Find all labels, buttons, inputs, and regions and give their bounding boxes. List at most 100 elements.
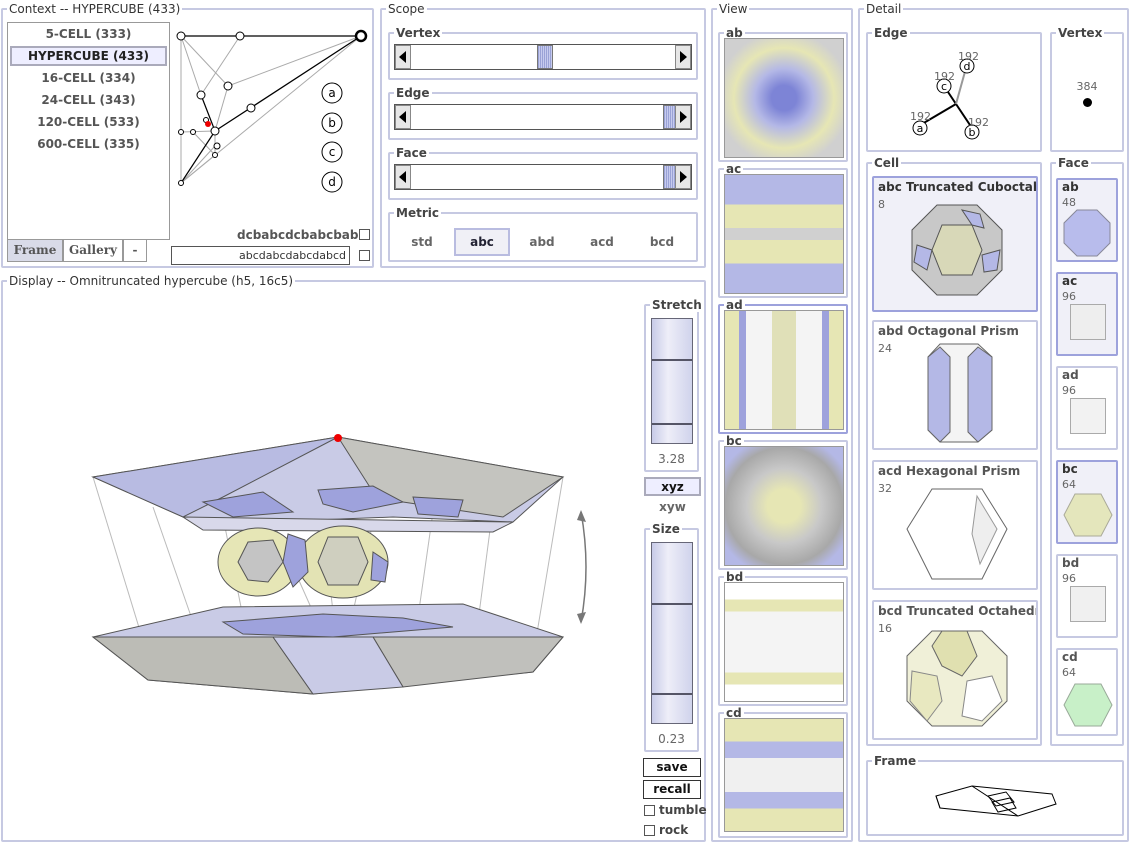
cell-item-abd[interactable]: abd Octagonal Prism 24	[872, 320, 1038, 450]
vertex-slider[interactable]	[394, 44, 692, 70]
octagonal-prism-icon	[927, 343, 993, 443]
tab-frame[interactable]: Frame	[7, 240, 63, 262]
rotate-arrow-icon[interactable]	[577, 508, 593, 626]
face-name-ab: ab	[1062, 180, 1079, 194]
polytope-item-120-cell[interactable]: 120-CELL (533)	[37, 115, 140, 129]
projection-xyw[interactable]: xyw	[659, 500, 686, 514]
cell-detail-label: Cell	[872, 156, 902, 170]
face-group: Face	[388, 146, 698, 200]
generator-nodes[interactable]: a b c d	[321, 82, 345, 204]
stretch-label: Stretch	[650, 298, 704, 312]
word-checkbox-2[interactable]	[359, 250, 370, 261]
face-count-cd: 64	[1062, 666, 1076, 679]
polytope-item-24-cell[interactable]: 24-CELL (343)	[41, 93, 136, 107]
polytope-item-16-cell[interactable]: 16-CELL (334)	[41, 71, 136, 85]
view-cd[interactable]: cd	[718, 706, 848, 838]
metric-bcd[interactable]: bcd	[649, 235, 675, 249]
cell-count-abd: 24	[878, 342, 892, 355]
view-ac-label: ac	[724, 162, 744, 176]
view-ab[interactable]: ab	[718, 26, 848, 162]
face-item-bd[interactable]: bd 96	[1056, 554, 1118, 638]
vertex-slider-thumb[interactable]	[537, 45, 553, 69]
polytope-render[interactable]	[73, 422, 613, 712]
edge-count-b: 192	[968, 116, 989, 129]
word-label: dcbabcdcbabcbaba	[237, 228, 367, 242]
face-name-ad: ad	[1062, 368, 1079, 382]
metric-abc[interactable]: abc	[454, 228, 510, 256]
coxeter-diagram[interactable]	[173, 28, 373, 190]
edge-node-b: b	[969, 126, 976, 139]
view-ad-label: ad	[724, 298, 745, 312]
node-b[interactable]: b	[328, 116, 336, 130]
stretch-slider[interactable]	[651, 318, 693, 444]
word-input[interactable]: abcdabcdabcdabcd	[171, 246, 350, 265]
node-c[interactable]: c	[329, 145, 336, 159]
view-ab-image	[724, 38, 844, 158]
vertex-detail-label: Vertex	[1056, 26, 1105, 40]
vertex-label: Vertex	[394, 26, 443, 40]
edge-right-arrow[interactable]	[675, 105, 691, 129]
cell-item-acd[interactable]: acd Hexagonal Prism 32	[872, 460, 1038, 590]
cell-count-acd: 32	[878, 482, 892, 495]
face-item-cd[interactable]: cd 64	[1056, 648, 1118, 736]
vertex-dot	[1083, 98, 1092, 107]
vertex-right-arrow[interactable]	[675, 45, 691, 69]
projection-xyz[interactable]: xyz	[644, 477, 701, 496]
face-right-arrow[interactable]	[675, 165, 691, 189]
context-title: Context -- HYPERCUBE (433)	[7, 2, 183, 16]
recall-button[interactable]: recall	[643, 780, 701, 799]
view-bc[interactable]: bc	[718, 434, 848, 570]
node-d[interactable]: d	[328, 175, 336, 189]
rock-checkbox[interactable]	[644, 825, 655, 836]
view-ad[interactable]: ad	[718, 298, 848, 434]
metric-abd[interactable]: abd	[529, 235, 555, 249]
vertex-group: Vertex	[388, 26, 698, 80]
edge-node-c: c	[941, 80, 947, 93]
frame-detail: Frame	[866, 754, 1124, 836]
view-bd[interactable]: bd	[718, 570, 848, 706]
polytope-item-hypercube[interactable]: HYPERCUBE (433)	[10, 46, 167, 66]
metric-std[interactable]: std	[411, 235, 433, 249]
face-item-ac[interactable]: ac 96	[1056, 272, 1118, 356]
edge-left-arrow[interactable]	[395, 105, 411, 129]
edge-label: Edge	[394, 86, 432, 100]
view-cd-label: cd	[724, 706, 744, 720]
metric-group: Metric std abc abd acd bcd	[388, 206, 698, 262]
hexagon-face-icon-cd	[1063, 683, 1113, 727]
view-ad-image	[724, 310, 844, 430]
metric-label: Metric	[394, 206, 441, 220]
polytope-list[interactable]: 5-CELL (333) HYPERCUBE (433) 16-CELL (33…	[7, 22, 170, 240]
cell-name-abc: abc Truncated Cuboctahedron	[878, 180, 1036, 194]
view-ac[interactable]: ac	[718, 162, 848, 298]
cell-item-abc[interactable]: abc Truncated Cuboctahedron 8	[872, 176, 1038, 312]
frame-detail-label: Frame	[872, 754, 919, 768]
stretch-group: Stretch 3.28	[644, 298, 704, 472]
face-item-ad[interactable]: ad 96	[1056, 366, 1118, 450]
node-a[interactable]: a	[328, 86, 335, 100]
rock-label: rock	[659, 823, 689, 837]
view-ac-image	[724, 174, 844, 294]
save-button[interactable]: save	[643, 758, 701, 777]
vertex-left-arrow[interactable]	[395, 45, 411, 69]
cell-item-bcd[interactable]: bcd Truncated Octahedron 16	[872, 600, 1038, 740]
size-slider[interactable]	[651, 542, 693, 724]
face-left-arrow[interactable]	[395, 165, 411, 189]
polytope-item-600-cell[interactable]: 600-CELL (335)	[37, 137, 140, 151]
view-bc-label: bc	[724, 434, 744, 448]
face-name-bc: bc	[1062, 462, 1078, 476]
tab-gallery[interactable]: Gallery	[63, 240, 123, 262]
edge-slider[interactable]	[394, 104, 692, 130]
vertex-detail: Vertex 384	[1050, 26, 1124, 152]
face-item-ab[interactable]: ab 48	[1056, 178, 1118, 262]
tab-dash[interactable]: -	[123, 240, 147, 262]
polytope-item-5-cell[interactable]: 5-CELL (333)	[45, 27, 132, 41]
face-slider[interactable]	[394, 164, 692, 190]
face-label: Face	[394, 146, 429, 160]
tumble-checkbox[interactable]	[644, 805, 655, 816]
view-bc-image	[724, 446, 844, 566]
cell-name-abd: abd Octagonal Prism	[878, 324, 1019, 338]
word-checkbox-1[interactable]	[359, 229, 370, 240]
metric-acd[interactable]: acd	[590, 235, 614, 249]
face-item-bc[interactable]: bc 64	[1056, 460, 1118, 544]
edge-star-diagram: a b c d 192 192 192 192	[910, 50, 989, 140]
